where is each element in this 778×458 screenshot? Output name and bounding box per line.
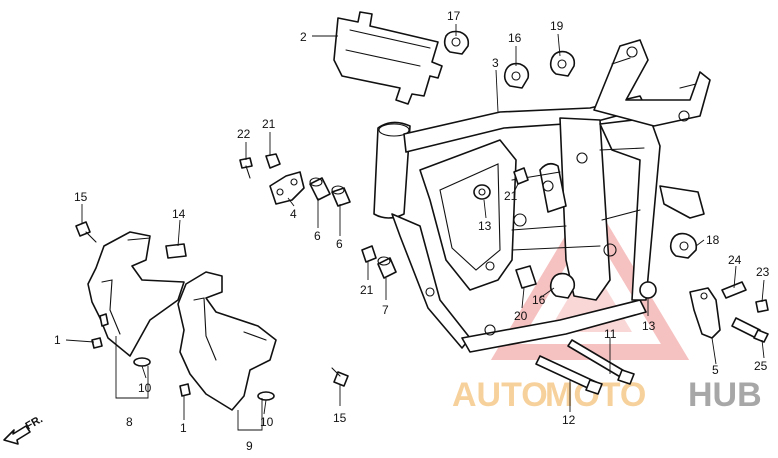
callout-23: 23 bbox=[756, 265, 770, 279]
callout-3: 3 bbox=[492, 56, 499, 70]
callout-19: 19 bbox=[550, 19, 564, 33]
part-20-collar bbox=[515, 265, 537, 289]
part-11-long-bolt bbox=[567, 339, 635, 385]
callout-18: 18 bbox=[706, 233, 720, 247]
callout-21-inner: 21 bbox=[504, 189, 518, 203]
part-6-collar-b bbox=[331, 185, 351, 207]
part-1-screw-left bbox=[91, 337, 103, 349]
part-8-side-cover-left bbox=[87, 231, 185, 357]
callout-21-lower: 21 bbox=[360, 283, 374, 297]
part-14-clip bbox=[165, 243, 187, 259]
callout-12: 12 bbox=[562, 413, 576, 427]
callout-10-left: 10 bbox=[138, 381, 152, 395]
callout-15-upper: 15 bbox=[74, 190, 88, 204]
part-22-bolt bbox=[239, 157, 253, 179]
callout-6-b: 6 bbox=[336, 237, 343, 251]
part-18-clamp bbox=[669, 232, 698, 259]
front-direction-arrow: FR. bbox=[3, 413, 45, 445]
callout-9: 9 bbox=[246, 439, 253, 453]
callout-1-left: 1 bbox=[54, 333, 61, 347]
callout-13-upper: 13 bbox=[478, 219, 492, 233]
part-1-screw-right bbox=[179, 383, 191, 397]
watermark-hub: HUB bbox=[688, 376, 762, 414]
part-5-link-bracket bbox=[689, 287, 721, 339]
callout-25: 25 bbox=[754, 359, 768, 373]
watermark-auto: AUTO bbox=[452, 376, 548, 414]
callout-16-lower: 16 bbox=[532, 293, 546, 307]
part-10-grommet-right bbox=[257, 391, 275, 401]
part-15-bolt-lower bbox=[331, 367, 349, 387]
part-12-long-bolt bbox=[535, 355, 603, 395]
leader-lines bbox=[65, 24, 765, 431]
callout-20: 20 bbox=[514, 309, 528, 323]
callout-5: 5 bbox=[712, 363, 719, 377]
callout-11: 11 bbox=[604, 327, 617, 341]
callout-7: 7 bbox=[382, 303, 389, 317]
part-21-collar-lower bbox=[361, 245, 377, 263]
part-13-grommet-lower bbox=[639, 281, 657, 299]
part-10-grommet-left bbox=[133, 357, 151, 367]
part-21-collar-inner bbox=[513, 167, 529, 185]
callout-24: 24 bbox=[728, 253, 742, 267]
part-13-grommet-upper bbox=[473, 184, 491, 200]
part-25-bolt bbox=[731, 317, 769, 343]
part-24-bolt bbox=[721, 281, 747, 299]
callout-1-right: 1 bbox=[180, 421, 187, 435]
front-direction-label: FR. bbox=[24, 413, 45, 432]
callout-21-upper: 21 bbox=[262, 117, 276, 131]
callout-8: 8 bbox=[126, 415, 133, 429]
callout-4: 4 bbox=[290, 207, 297, 221]
part-6-collar-a bbox=[309, 177, 331, 201]
callout-14: 14 bbox=[172, 207, 186, 221]
callout-10-right: 10 bbox=[260, 415, 274, 429]
callout-6-a: 6 bbox=[314, 229, 321, 243]
part-2-bracket-plate bbox=[333, 11, 443, 105]
part-16-clamp-lower bbox=[549, 272, 576, 299]
part-23-nut bbox=[755, 299, 769, 313]
part-17-clamp bbox=[443, 30, 470, 55]
callout-22: 22 bbox=[237, 127, 251, 141]
part-16-clamp-upper bbox=[503, 62, 530, 89]
callout-17: 17 bbox=[447, 9, 461, 23]
callout-15-lower: 15 bbox=[333, 411, 347, 425]
part-15-bolt-upper bbox=[75, 221, 97, 243]
part-7-collar bbox=[377, 256, 397, 279]
callout-numbers: 2 3 17 16 19 22 21 4 6 6 15 14 1 10 8 10… bbox=[54, 9, 770, 453]
part-4-mount-bracket bbox=[269, 171, 305, 205]
callout-16-upper: 16 bbox=[508, 31, 522, 45]
part-9-side-cover-right bbox=[177, 271, 277, 411]
part-3-main-frame bbox=[373, 39, 711, 353]
part-19-clamp bbox=[549, 50, 576, 77]
callout-2: 2 bbox=[300, 30, 307, 44]
callout-13-lower: 13 bbox=[642, 319, 656, 333]
part-21-nut-upper bbox=[265, 153, 281, 169]
